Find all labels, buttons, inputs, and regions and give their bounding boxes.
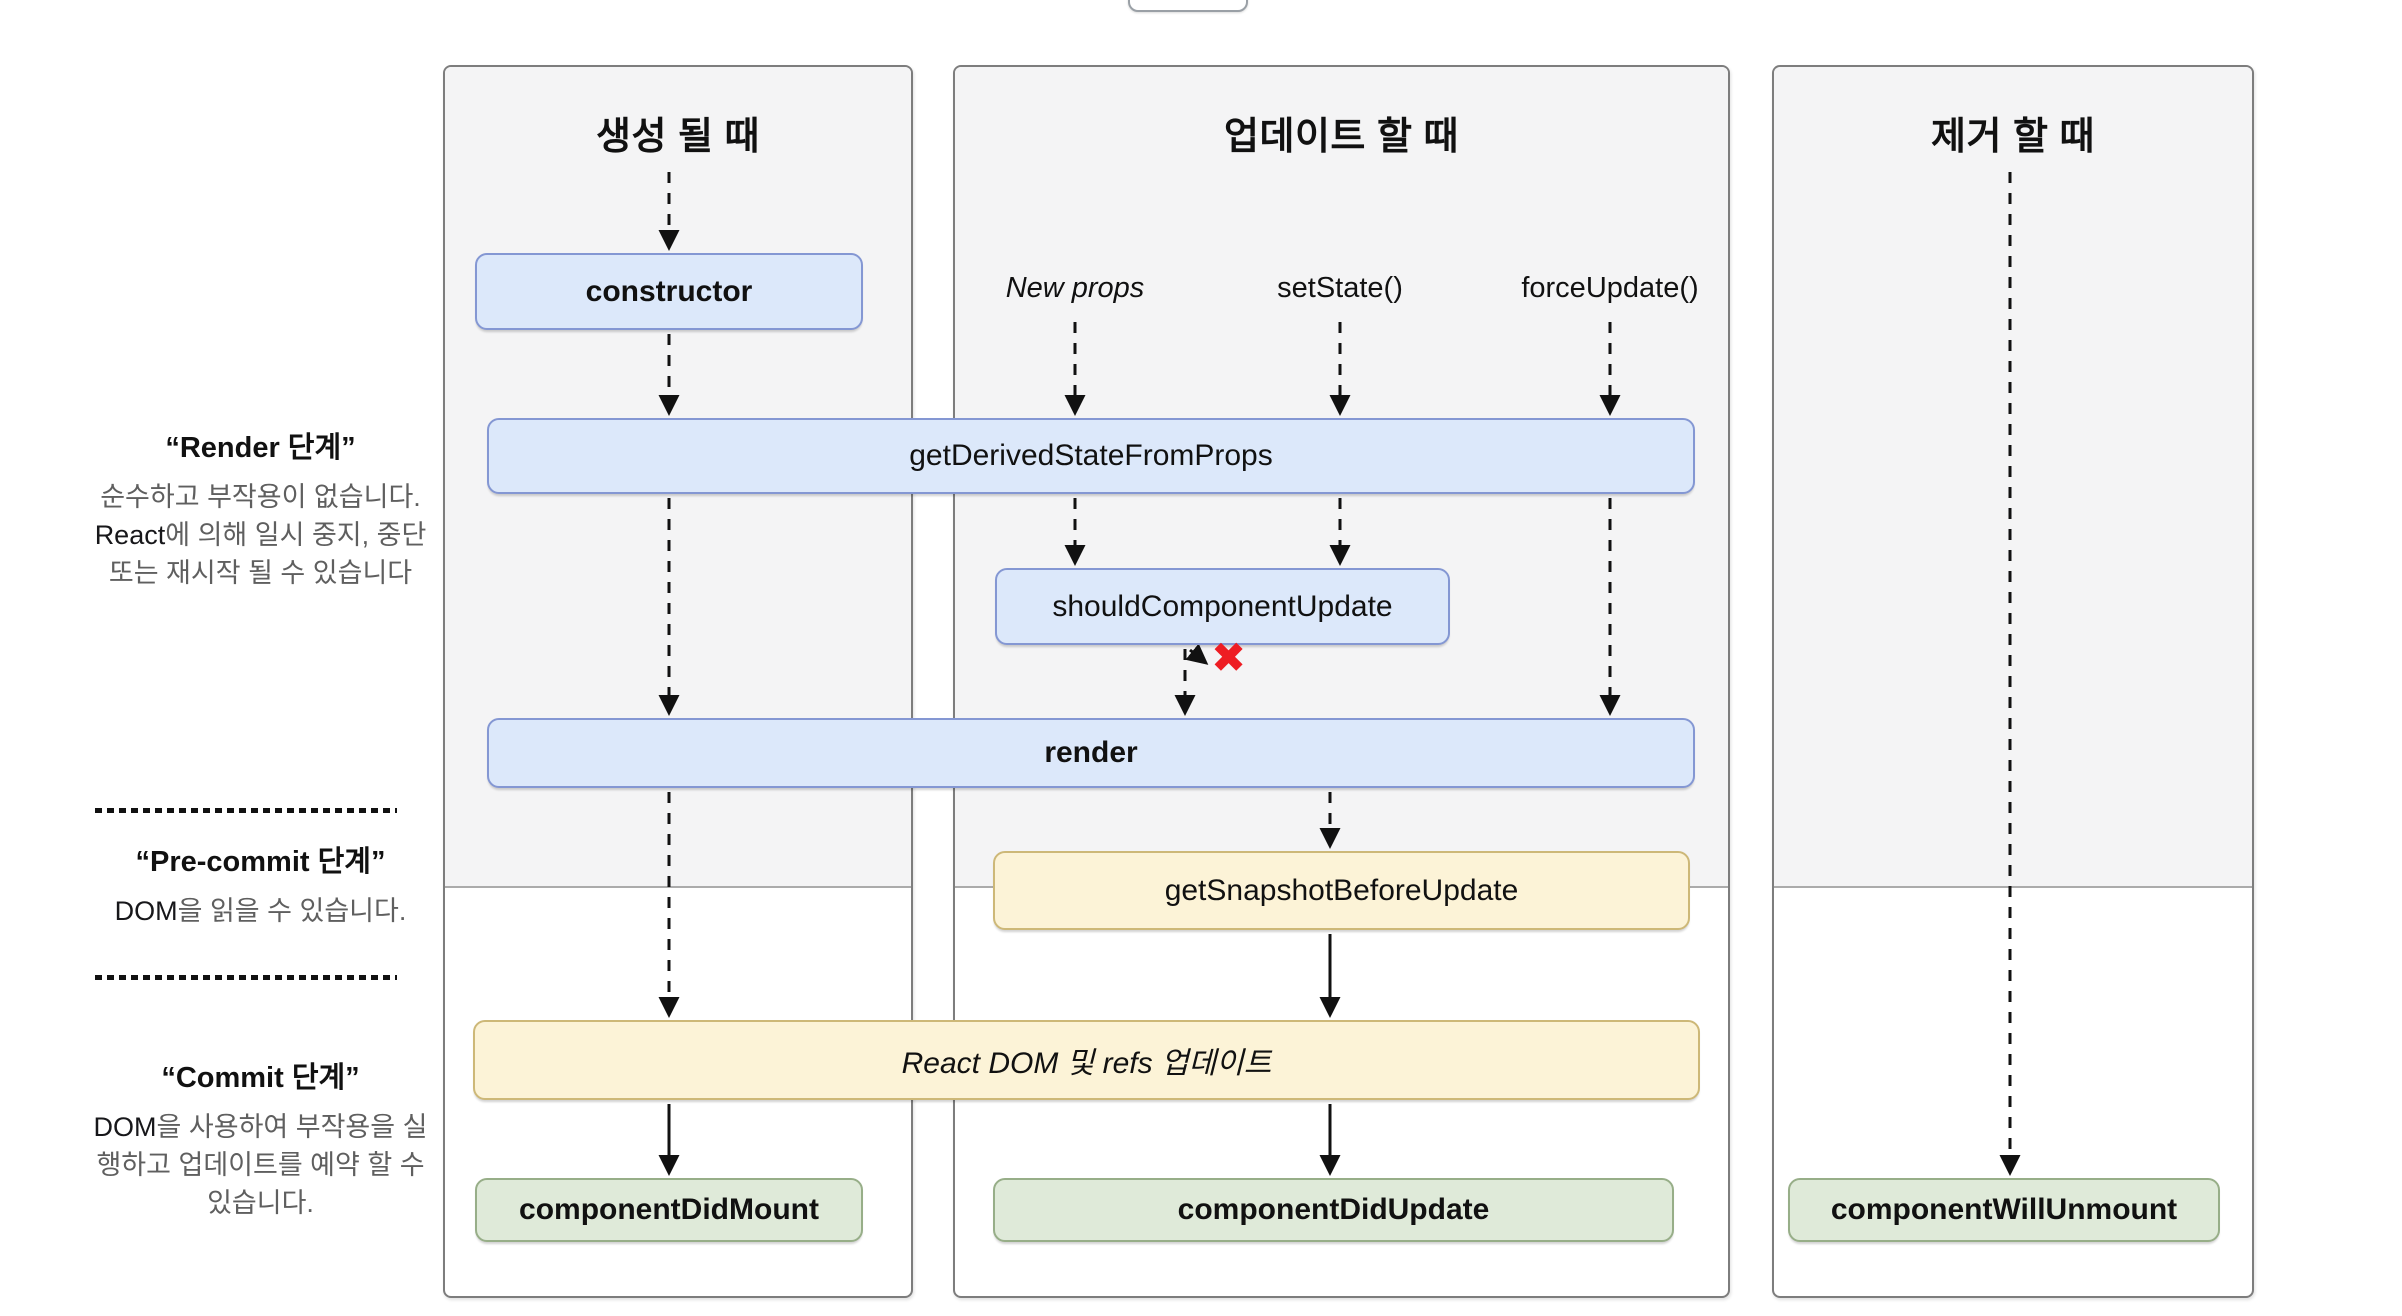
render-phase-label: “Render 단계” 순수하고 부작용이 없습니다. React에 의해 일시… [88,424,433,592]
commit-phase-title: “Commit 단계” [161,1062,360,1094]
abort-x-icon: ✖ [1211,634,1247,681]
render-phase-body-em: React [94,520,166,550]
pre-commit-body-em: DOM [114,896,178,926]
render-box[interactable]: render [487,718,1695,788]
render-phase-body-seg1: 순수하고 부작용이 없습니다. [100,482,421,512]
render-phase-title: “Render 단계” [165,432,356,464]
top-edge-button[interactable] [1128,0,1248,12]
pre-commit-phase-body: DOM을 읽을 수 있습니다. [88,892,433,930]
constructor-box[interactable]: constructor [475,253,863,330]
component-did-mount-box[interactable]: componentDidMount [475,1178,863,1242]
trigger-new-props: New props [1005,272,1145,304]
should-component-update-box[interactable]: shouldComponentUpdate [995,568,1450,645]
get-derived-state-from-props-box[interactable]: getDerivedStateFromProps [487,418,1695,494]
trigger-force-update[interactable]: forceUpdate() [1521,272,1699,304]
commit-body-em: DOM [93,1112,157,1142]
commit-phase-body: DOM을 사용하여 부작용을 실행하고 업데이트를 예약 할 수 있습니다. [88,1108,433,1222]
render-phase-body: 순수하고 부작용이 없습니다. React에 의해 일시 중지, 중단 또는 재… [88,478,433,592]
react-dom-update-box: React DOM 및 refs 업데이트 [473,1020,1700,1100]
trigger-set-state[interactable]: setState() [1277,272,1403,304]
column-title-unmount: 제거 할 때 [1931,116,2095,158]
column-title-mount: 생성 될 때 [596,116,760,158]
commit-body-seg2: 을 사용하여 부작용을 실행하고 업데이트를 예약 할 수 있습니다. [96,1112,428,1218]
pre-commit-phase-title: “Pre-commit 단계” [135,846,386,878]
arrow-scu-abort-branch [1185,643,1209,665]
phase-separator [95,808,397,813]
commit-phase-label: “Commit 단계” DOM을 사용하여 부작용을 실행하고 업데이트를 예약… [88,1054,433,1222]
phase-separator [95,975,397,980]
pre-commit-body-seg2: 을 읽을 수 있습니다. [177,896,407,926]
column-title-update: 업데이트 할 때 [1224,116,1459,158]
component-will-unmount-box[interactable]: componentWillUnmount [1788,1178,2220,1242]
render-phase-body-seg2: 에 의해 일시 중지, 중단 또는 재시작 될 수 있습니다 [108,520,427,588]
get-snapshot-before-update-box[interactable]: getSnapshotBeforeUpdate [993,851,1690,930]
pre-commit-phase-label: “Pre-commit 단계” DOM을 읽을 수 있습니다. [88,838,433,930]
render-phase-region [1774,67,2252,888]
component-did-update-box[interactable]: componentDidUpdate [993,1178,1674,1242]
column-unmount: 제거 할 때 [1772,65,2254,1298]
